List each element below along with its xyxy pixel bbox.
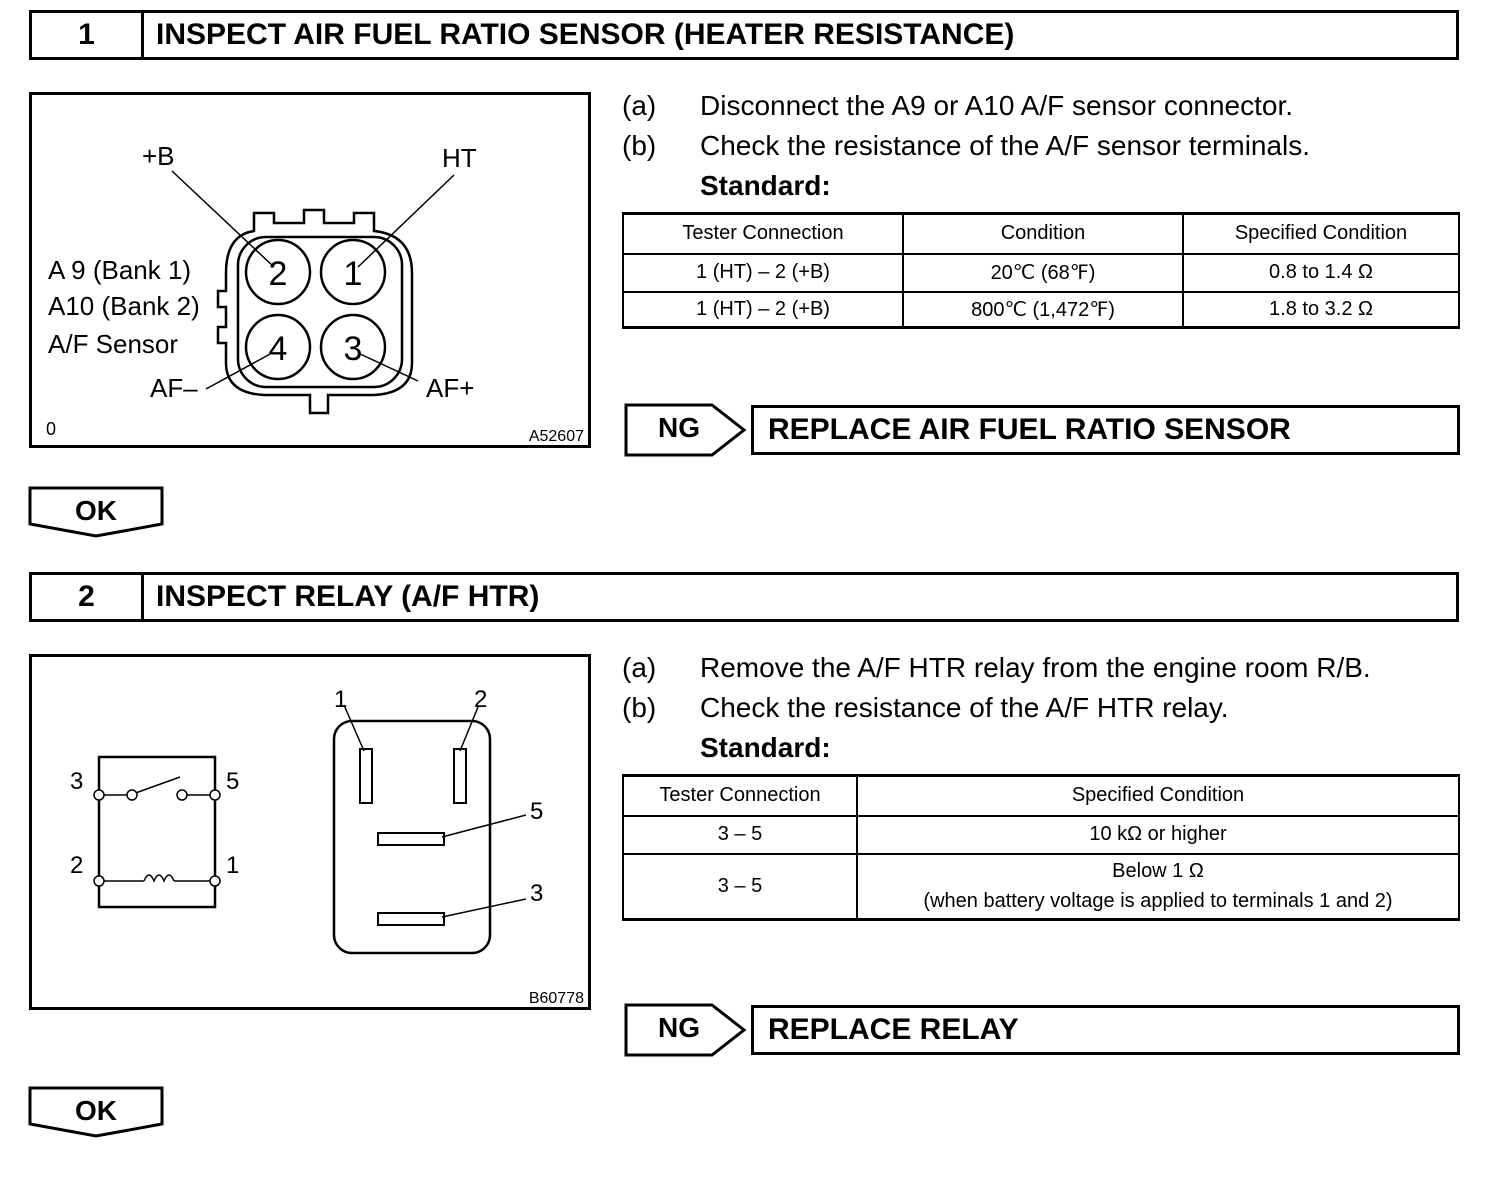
caption-line2: A10 (Bank 2) bbox=[48, 291, 200, 321]
step2-title: INSPECT RELAY (A/F HTR) bbox=[156, 580, 540, 613]
table-cell: 10 kΩ or higher bbox=[856, 814, 1460, 855]
instruction-text: Disconnect the A9 or A10 A/F sensor conn… bbox=[700, 90, 1294, 121]
table-cell-line: Below 1 Ω bbox=[1112, 860, 1204, 883]
pin-3-label: 3 bbox=[344, 330, 363, 368]
step1-ok-label: OK bbox=[75, 495, 117, 526]
step2-ng-action: REPLACE RELAY bbox=[751, 1005, 1460, 1055]
relay-terminal-2: 2 bbox=[474, 686, 487, 713]
instruction-label: (a) bbox=[622, 90, 657, 121]
step2-ng-label: NG bbox=[658, 1012, 700, 1043]
step1-ng-label: NG bbox=[658, 412, 700, 443]
table-cell: 3 – 5 bbox=[622, 814, 858, 855]
step1-header: 1 INSPECT AIR FUEL RATIO SENSOR (HEATER … bbox=[29, 10, 1459, 60]
label-af-minus: AF– bbox=[150, 373, 198, 403]
table-cell: 1 (HT) – 2 (+B) bbox=[622, 290, 904, 329]
step2-header: 2 INSPECT RELAY (A/F HTR) bbox=[29, 572, 1459, 622]
table-cell: 1.8 to 3.2 Ω bbox=[1182, 290, 1460, 329]
caption-line1: A 9 (Bank 1) bbox=[48, 255, 191, 285]
caption-line3: A/F Sensor bbox=[48, 329, 178, 359]
relay-terminal-1: 1 bbox=[334, 686, 347, 713]
schem-terminal-3: 3 bbox=[70, 768, 83, 795]
schem-terminal-1: 1 bbox=[226, 852, 239, 879]
step2-ng-arrow bbox=[624, 1003, 747, 1057]
label-af-plus: AF+ bbox=[426, 373, 474, 403]
instruction-label: (b) bbox=[622, 692, 657, 723]
step2-instruction-b: (b) Check the resistance of the A/F HTR r… bbox=[622, 688, 1229, 728]
instruction-text: Check the resistance of the A/F sensor t… bbox=[700, 130, 1311, 161]
instruction-label: (b) bbox=[622, 130, 657, 161]
pin-4-circle bbox=[244, 313, 312, 381]
instruction-text: Remove the A/F HTR relay from the engine… bbox=[700, 652, 1371, 683]
step2-instruction-a: (a) Remove the A/F HTR relay from the eng… bbox=[622, 648, 1371, 688]
label-plus-b: +B bbox=[142, 141, 175, 171]
step2-standard-label: Standard: bbox=[700, 732, 831, 763]
step1-ng-action: REPLACE AIR FUEL RATIO SENSOR bbox=[751, 405, 1460, 455]
step2-relay-figure: 3 5 2 1 1 2 5 3 B60778 bbox=[29, 654, 591, 1010]
instruction-text: Check the resistance of the A/F HTR rela… bbox=[700, 692, 1229, 723]
step1-ok-arrow bbox=[28, 486, 164, 538]
step1-title: INSPECT AIR FUEL RATIO SENSOR (HEATER RE… bbox=[156, 18, 1015, 51]
table-header-row: Tester Connection Condition Specified Co… bbox=[622, 212, 1460, 255]
relay-terminal-3: 3 bbox=[530, 880, 543, 907]
corner-mark: 0 bbox=[46, 419, 56, 439]
pin-4-label: 4 bbox=[269, 330, 288, 368]
schem-terminal-5: 5 bbox=[226, 768, 239, 795]
pin-1-label: 1 bbox=[344, 255, 363, 293]
table-cell: 0.8 to 1.4 Ω bbox=[1182, 252, 1460, 293]
table-header-cell: Specified Condition bbox=[856, 774, 1460, 817]
figure-id: B60778 bbox=[529, 990, 584, 1007]
table-cell: 800℃ (1,472℉) bbox=[902, 290, 1184, 329]
pin-2-label: 2 bbox=[269, 255, 288, 293]
step1-ng-arrow bbox=[624, 403, 747, 457]
table-row: 1 (HT) – 2 (+B) 20℃ (68℉) 0.8 to 1.4 Ω bbox=[622, 252, 1460, 293]
table-cell: 20℃ (68℉) bbox=[902, 252, 1184, 293]
table-cell: 3 – 5 bbox=[622, 852, 858, 921]
schem-terminal-2: 2 bbox=[70, 852, 83, 879]
table-header-row: Tester Connection Specified Condition bbox=[622, 774, 1460, 817]
table-header-cell: Tester Connection bbox=[622, 212, 904, 255]
step1-standard-label: Standard: bbox=[700, 170, 831, 201]
table-row: 3 – 5 Below 1 Ω (when battery voltage is… bbox=[622, 852, 1460, 921]
step2-spec-table: Tester Connection Specified Condition 3 … bbox=[622, 774, 1460, 921]
step1-number: 1 bbox=[32, 13, 144, 57]
table-cell: Below 1 Ω (when battery voltage is appli… bbox=[856, 852, 1460, 921]
table-row: 1 (HT) – 2 (+B) 800℃ (1,472℉) 1.8 to 3.2… bbox=[622, 290, 1460, 329]
step1-instruction-a: (a) Disconnect the A9 or A10 A/F sensor c… bbox=[622, 86, 1293, 126]
step2-ok-arrow bbox=[28, 1086, 164, 1138]
table-header-cell: Specified Condition bbox=[1182, 212, 1460, 255]
step2-number: 2 bbox=[32, 575, 144, 619]
step2-ok-label: OK bbox=[75, 1095, 117, 1126]
pin-3-circle bbox=[319, 313, 387, 381]
step1-connector-figure: 2 1 4 3 +B HT AF– AF+ A 9 (Bank 1) A10 (… bbox=[29, 92, 591, 448]
step1-instruction-b: (b) Check the resistance of the A/F senso… bbox=[622, 126, 1310, 166]
instruction-label: (a) bbox=[622, 652, 657, 683]
table-header-cell: Tester Connection bbox=[622, 774, 858, 817]
relay-terminal-5: 5 bbox=[530, 798, 543, 825]
table-cell: 1 (HT) – 2 (+B) bbox=[622, 252, 904, 293]
figure-id: A52607 bbox=[529, 428, 584, 445]
table-cell-note: (when battery voltage is applied to term… bbox=[923, 890, 1393, 913]
table-header-cell: Condition bbox=[902, 212, 1184, 255]
step1-spec-table: Tester Connection Condition Specified Co… bbox=[622, 212, 1460, 329]
table-row: 3 – 5 10 kΩ or higher bbox=[622, 814, 1460, 855]
label-ht: HT bbox=[442, 143, 477, 173]
